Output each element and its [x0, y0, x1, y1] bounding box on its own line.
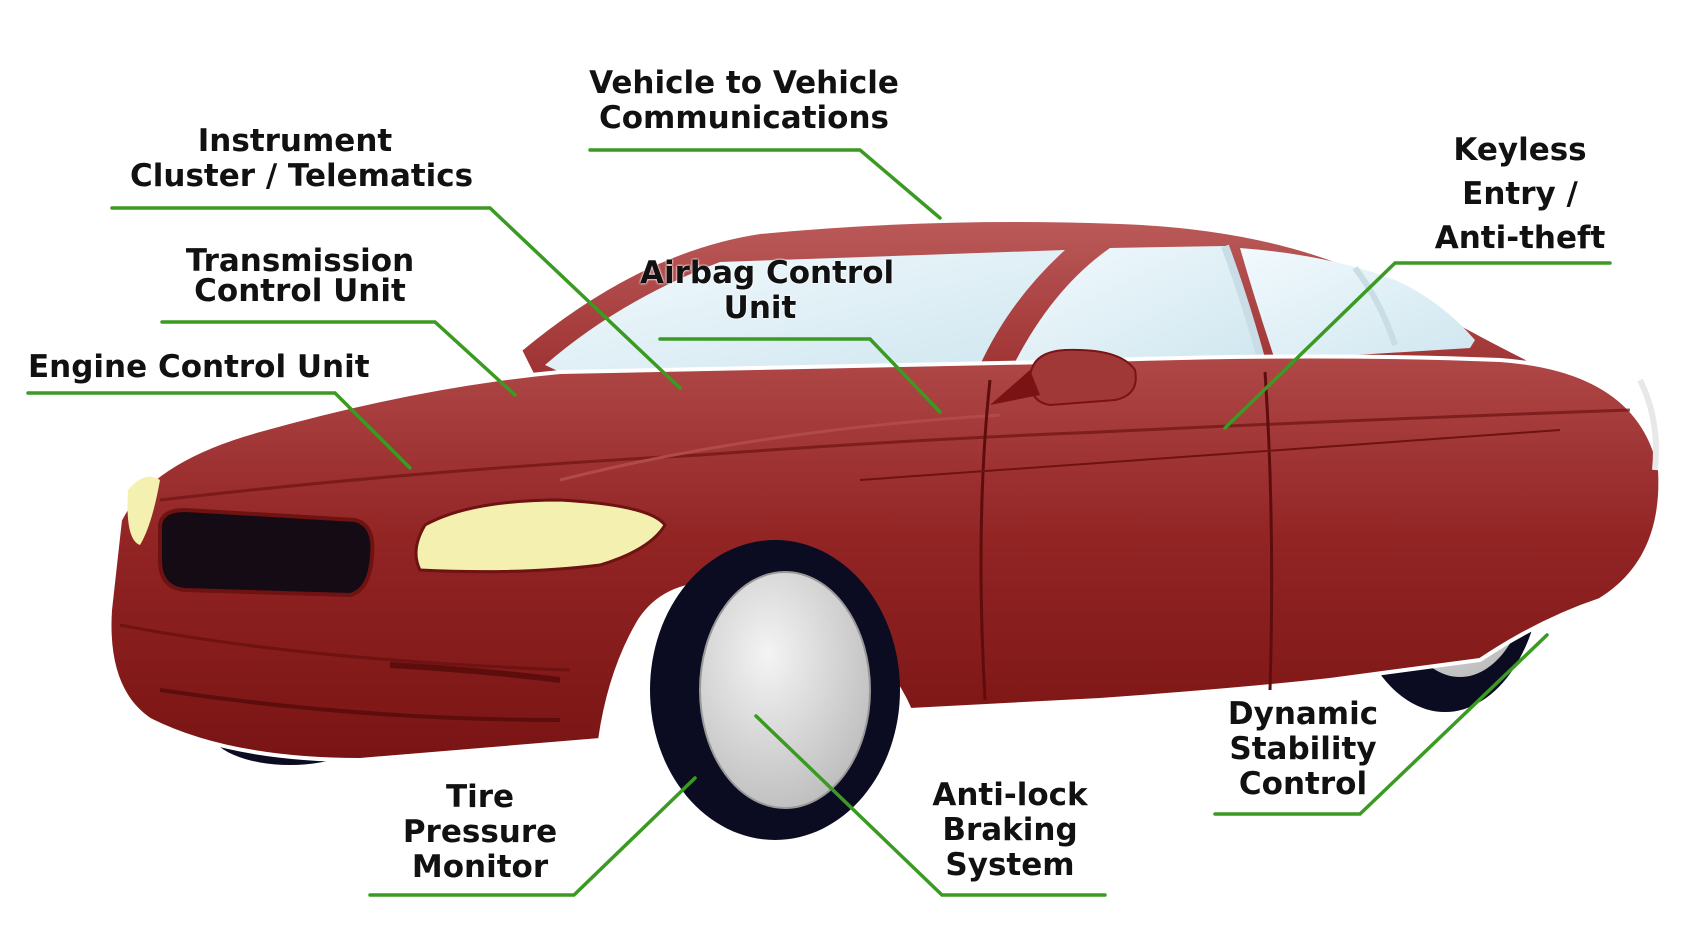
side-mirror	[1028, 348, 1137, 407]
leader-instrument	[110, 206, 682, 390]
leader-tire	[368, 776, 697, 897]
label-anti-lock-braking: Anti-lock Braking System	[932, 777, 1088, 883]
label-engine-control-unit: Engine Control Unit	[28, 349, 370, 385]
car-body	[107, 354, 1663, 763]
label-instrument-cluster: Instrument Cluster / Telematics	[130, 123, 474, 194]
label-airbag-control-unit: Airbag Control Unit	[640, 255, 895, 326]
headlight-right	[414, 498, 667, 574]
leader-transmission	[160, 320, 517, 397]
leader-v2v	[588, 148, 942, 220]
windshield	[545, 250, 1065, 372]
label-transmission-control-unit: Transmission Control Unit	[185, 243, 415, 309]
leader-airbag	[658, 337, 942, 414]
leader-lines	[26, 148, 1612, 897]
label-tire-pressure-monitor: Tire Pressure Monitor	[402, 779, 558, 885]
label-vehicle-to-vehicle: Vehicle to Vehicle Communications	[589, 65, 899, 136]
rear-side-window	[1240, 248, 1475, 360]
headlight-left	[127, 476, 160, 545]
label-keyless-entry: Keyless Entry / Anti-theft	[1434, 132, 1606, 256]
front-side-window	[1010, 246, 1260, 372]
leader-dsc	[1213, 633, 1549, 816]
leader-abs	[754, 714, 1107, 897]
leader-keyless	[1223, 261, 1612, 430]
label-dynamic-stability-control: Dynamic Stability Control	[1227, 696, 1379, 802]
front-right-rim	[699, 571, 871, 809]
grille	[158, 507, 375, 598]
leader-engine	[26, 391, 412, 470]
